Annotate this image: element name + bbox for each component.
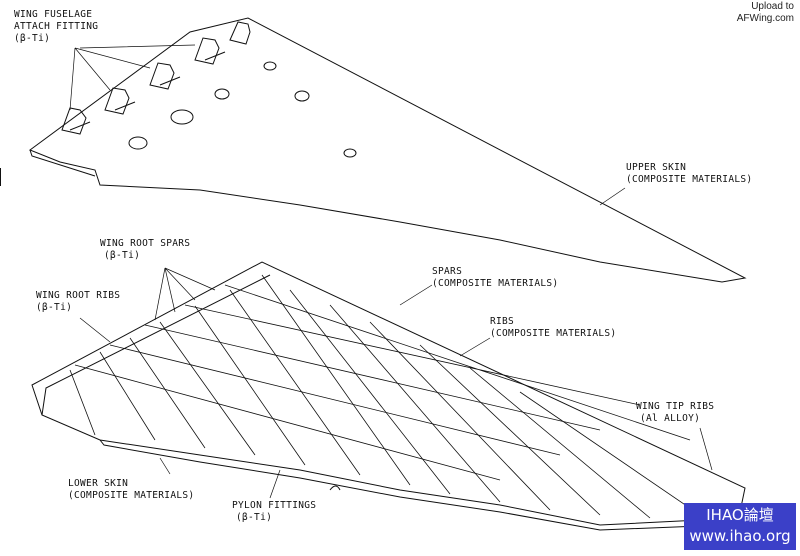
label-line: (β-Ti) [236, 512, 273, 523]
label-line: WING TIP RIBS [636, 401, 715, 412]
label-ribs: RIBS (COMPOSITE MATERIALS) [490, 316, 616, 340]
label-line: RIBS [490, 316, 515, 327]
label-line: SPARS [432, 266, 463, 277]
credit-line: AFWing.com [736, 13, 794, 24]
label-line: WING ROOT SPARS [100, 238, 191, 249]
leader-lines [0, 44, 713, 499]
label-pylon-fittings: PYLON FITTINGS (β-Ti) [232, 500, 316, 524]
lower-wing-box [31, 261, 746, 531]
label-line: ATTACH FITTING [14, 21, 99, 32]
label-wing-root-ribs: WING ROOT RIBS (β-Ti) [36, 290, 120, 314]
label-lower-skin: LOWER SKIN (COMPOSITE MATERIALS) [68, 478, 194, 502]
label-line: (COMPOSITE MATERIALS) [68, 490, 195, 501]
label-line: UPPER SKIN [626, 162, 687, 173]
fuselage-attach-fittings [61, 21, 251, 135]
label-line: (COMPOSITE MATERIALS) [432, 278, 559, 289]
label-line: (COMPOSITE MATERIALS) [626, 174, 753, 185]
label-line: LOWER SKIN [68, 478, 129, 489]
label-line: (COMPOSITE MATERIALS) [490, 328, 617, 339]
label-line: (β-Ti) [36, 302, 73, 313]
label-line: (Al ALLOY) [640, 413, 701, 424]
credit-line: Upload to [751, 1, 794, 12]
ihao-watermark: IHAO論壇 www.ihao.org [684, 503, 796, 550]
upload-credit: Upload to AFWing.com [737, 1, 794, 25]
label-line: WING ROOT RIBS [36, 290, 121, 301]
label-wing-tip-ribs: WING TIP RIBS (Al ALLOY) [636, 401, 714, 425]
label-spars: SPARS (COMPOSITE MATERIALS) [432, 266, 558, 290]
watermark-line: www.ihao.org [689, 527, 791, 545]
label-wing-root-spars: WING ROOT SPARS (β-Ti) [100, 238, 190, 262]
label-line: (β-Ti) [104, 250, 141, 261]
label-upper-skin: UPPER SKIN (COMPOSITE MATERIALS) [626, 162, 752, 186]
label-line: (β-Ti) [14, 33, 51, 44]
label-wing-fuselage-attach-fitting: WING FUSELAGE ATTACH FITTING (β-Ti) [14, 9, 98, 45]
watermark-line: IHAO論壇 [706, 506, 774, 524]
label-line: PYLON FITTINGS [232, 500, 317, 511]
label-line: WING FUSELAGE [14, 9, 93, 20]
upper-skin [28, 17, 747, 283]
